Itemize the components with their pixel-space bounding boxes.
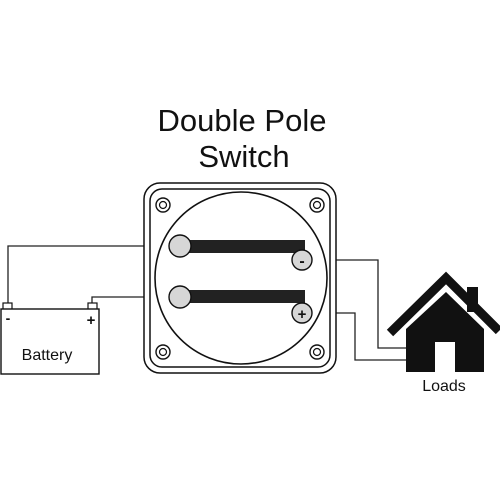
battery: - + Battery bbox=[0, 302, 100, 375]
output-terminal-positive bbox=[291, 302, 313, 324]
mounting-hole-bottom-right bbox=[309, 344, 325, 360]
battery-label: Battery bbox=[22, 347, 73, 364]
switch-negative-sign: - bbox=[299, 253, 304, 270]
wire-battery-negative bbox=[7, 245, 167, 306]
input-terminal-top bbox=[168, 234, 192, 258]
switch-body bbox=[154, 191, 328, 365]
switch-bus-bar-bottom bbox=[181, 290, 305, 303]
switch-positive-sign: + bbox=[298, 306, 307, 323]
switch-bus-bar-top bbox=[181, 240, 305, 253]
battery-positive-sign: + bbox=[87, 312, 96, 329]
switch-panel: - + bbox=[143, 182, 337, 374]
wire-load-negative bbox=[315, 259, 410, 349]
diagram-title-line2: Switch bbox=[198, 139, 289, 174]
diagram-title-line1: Double Pole bbox=[158, 103, 327, 138]
house-icon bbox=[386, 271, 500, 372]
output-terminal-negative bbox=[291, 249, 313, 271]
loads-label: Loads bbox=[422, 378, 466, 395]
battery-negative-sign: - bbox=[6, 310, 11, 326]
mounting-hole-top-left bbox=[155, 197, 171, 213]
mounting-hole-bottom-left bbox=[155, 344, 171, 360]
mounting-hole-top-right bbox=[309, 197, 325, 213]
input-terminal-bottom bbox=[168, 285, 192, 309]
